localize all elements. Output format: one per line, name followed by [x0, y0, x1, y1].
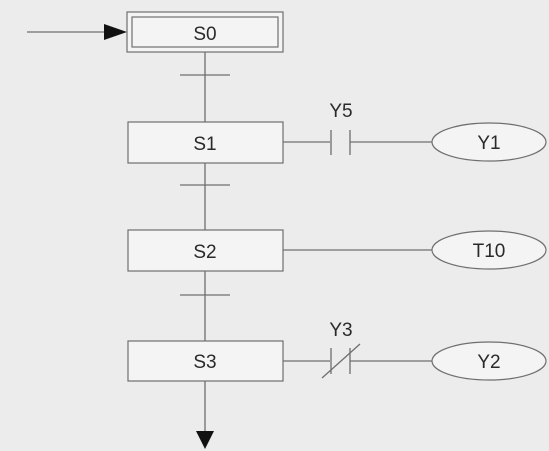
s2-coil: T10	[431, 230, 547, 270]
exit-arrow-icon	[196, 431, 214, 449]
entry-arrow-icon	[104, 24, 127, 40]
step-s1-label: S1	[193, 134, 216, 155]
s3-coil-label: Y2	[477, 352, 500, 373]
step-s0-label: S0	[193, 24, 216, 45]
step-s2: S2	[127, 229, 284, 272]
s2-coil-label: T10	[473, 241, 506, 262]
s3-contact-label: Y3	[329, 320, 352, 341]
s3-coil: Y2	[431, 341, 547, 381]
step-s3: S3	[127, 340, 284, 382]
s1-contact-label: Y5	[329, 101, 352, 122]
s1-contact-no	[330, 130, 351, 155]
step-s3-label: S3	[193, 352, 216, 373]
step-s2-label: S2	[193, 242, 216, 263]
step-s0: S0	[126, 11, 284, 53]
s1-coil: Y1	[431, 122, 547, 162]
step-s1: S1	[127, 121, 284, 164]
s1-coil-label: Y1	[477, 133, 500, 154]
